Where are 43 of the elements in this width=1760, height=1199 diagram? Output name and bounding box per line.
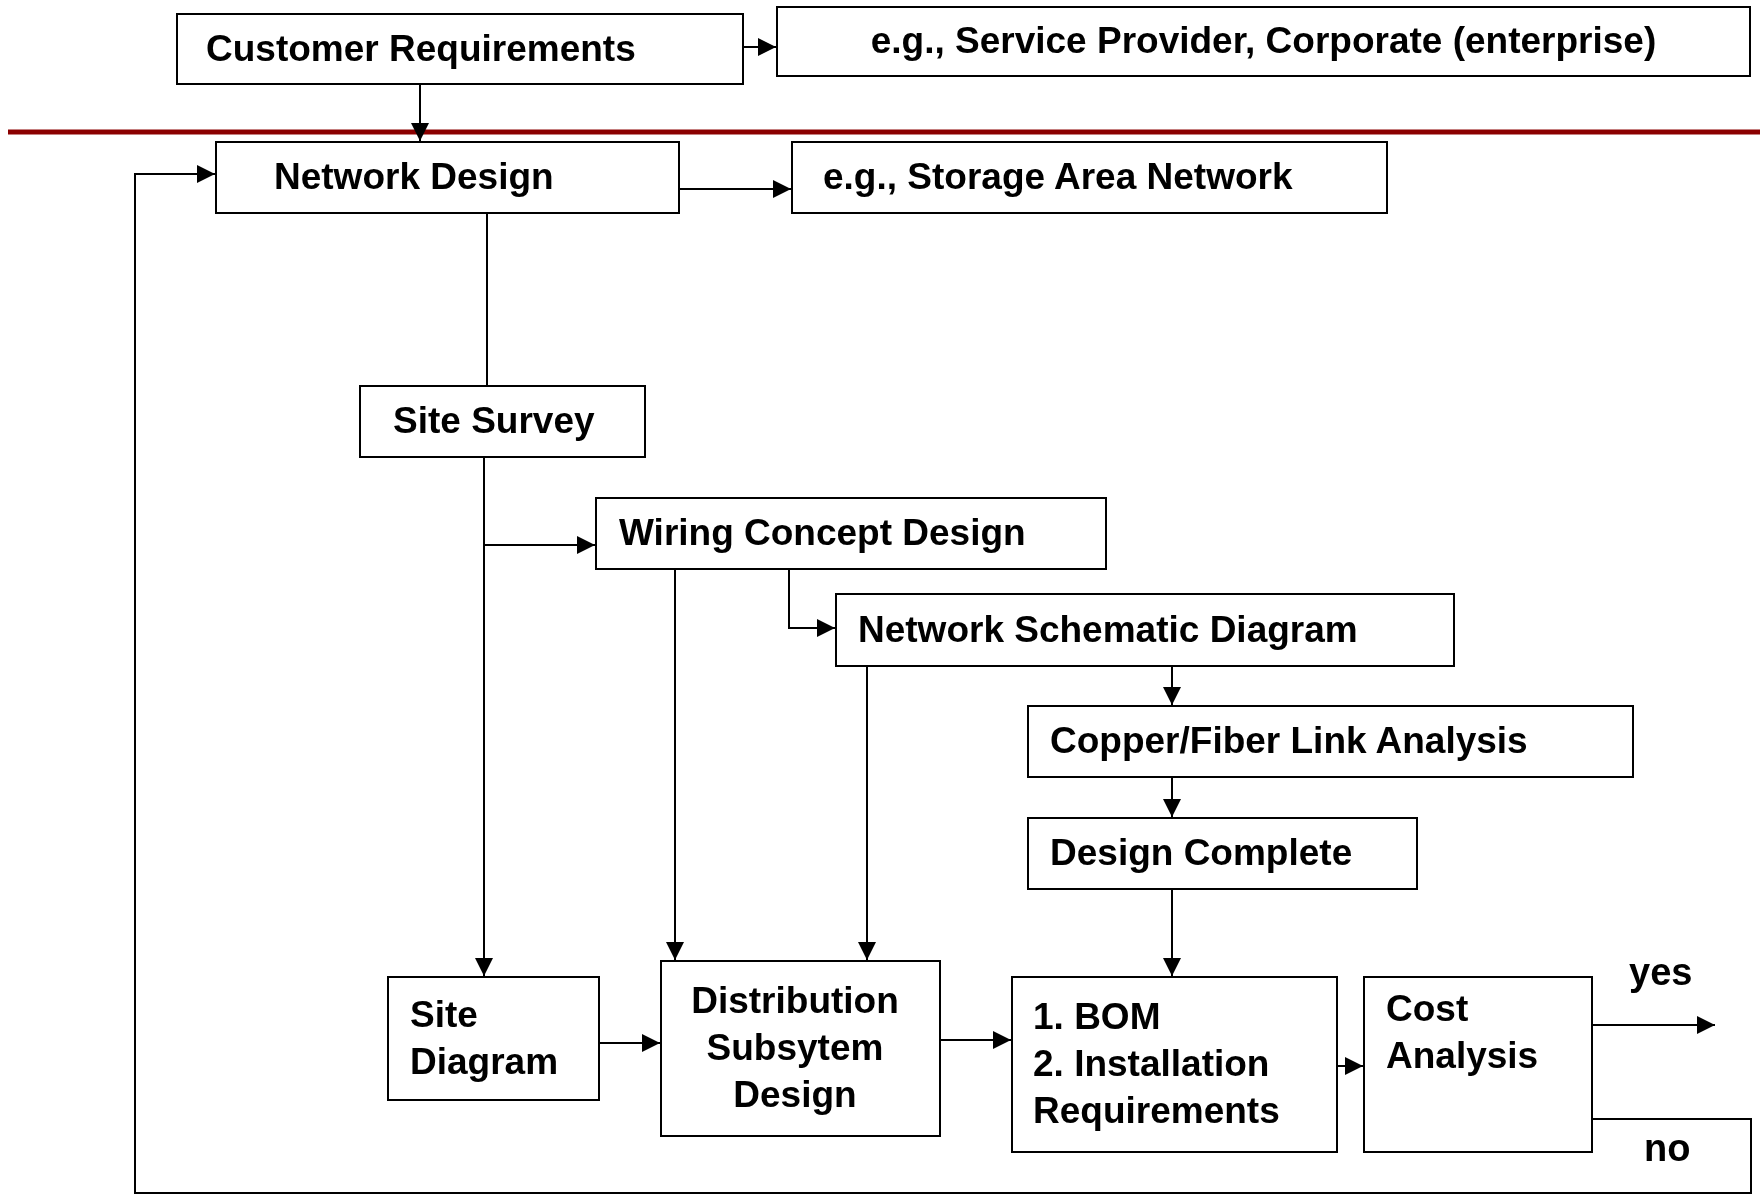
arrow [134, 165, 1752, 1194]
arrow [1163, 666, 1181, 706]
arrow [666, 569, 684, 961]
process-box [660, 960, 941, 1137]
process-box [595, 497, 1107, 570]
step-label: Copper/Fiber Link Analysis [1050, 719, 1528, 763]
step-label: Distribution Subsytem Design [690, 979, 900, 1117]
arrow [411, 84, 429, 142]
process-box [791, 141, 1388, 214]
step-label: 2. Installation Requirements [1033, 1042, 1281, 1133]
arrow [1337, 1057, 1364, 1075]
process-box [1027, 817, 1418, 890]
arrow [679, 180, 792, 198]
arrow [1163, 889, 1181, 977]
step-label: e.g., Service Provider, Corporate (enterprise) [870, 19, 1657, 63]
process-box [1011, 976, 1338, 1153]
process-box [359, 385, 646, 458]
process-box [387, 976, 600, 1101]
arrow [940, 1031, 1012, 1049]
process-box [215, 141, 680, 214]
step-label: Site Survey [393, 399, 595, 443]
connector-line [486, 213, 488, 386]
step-label: Site Diagram [410, 992, 560, 1084]
arrow [788, 569, 836, 637]
arrow [599, 1034, 661, 1052]
process-box [776, 6, 1751, 77]
arrow [743, 38, 777, 56]
step-label: Cost Analysis [1386, 987, 1540, 1078]
step-label: Design Complete [1050, 831, 1353, 875]
process-box [1363, 976, 1593, 1153]
step-label: e.g., Storage Area Network [823, 155, 1293, 199]
arrow [1163, 777, 1181, 818]
step-label: 1. BOM [1033, 995, 1162, 1039]
arrow [858, 666, 876, 961]
step-label: Network Design [274, 155, 554, 199]
step-label: Customer Requirements [206, 26, 636, 71]
step-label: Network Schematic Diagram [858, 607, 1358, 652]
process-box [1027, 705, 1634, 778]
arrow [1592, 1016, 1716, 1034]
step-label: Wiring Concept Design [619, 511, 1026, 555]
process-box [176, 13, 744, 85]
arrow [483, 457, 596, 554]
process-box [835, 593, 1455, 667]
